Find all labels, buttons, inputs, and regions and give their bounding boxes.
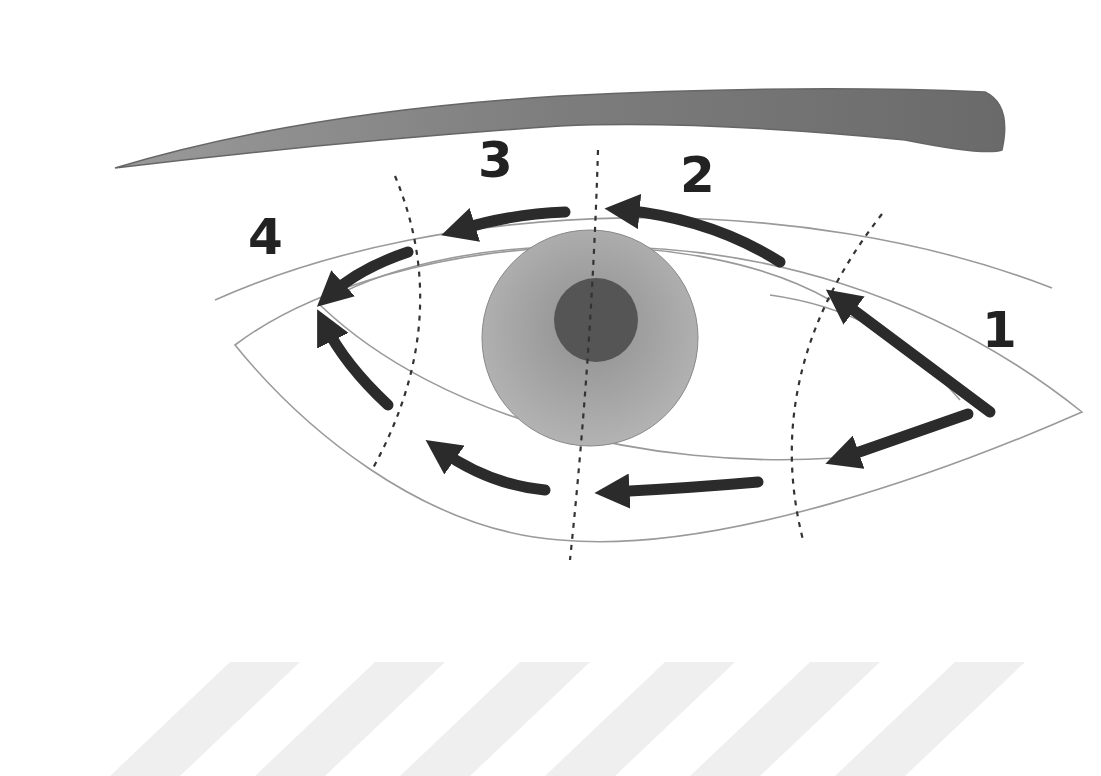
- direction-arrow: [325, 210, 990, 492]
- eyebrow: [115, 89, 1005, 168]
- callout-number: 4: [248, 212, 283, 262]
- callout-number: 2: [680, 150, 715, 200]
- callout-number: 3: [478, 135, 513, 185]
- pupil: [554, 278, 638, 362]
- watermark-stripes: [110, 662, 1025, 776]
- zone-divider: [372, 150, 882, 560]
- eye-outline: [215, 218, 1082, 542]
- callout-number: 1: [982, 305, 1017, 355]
